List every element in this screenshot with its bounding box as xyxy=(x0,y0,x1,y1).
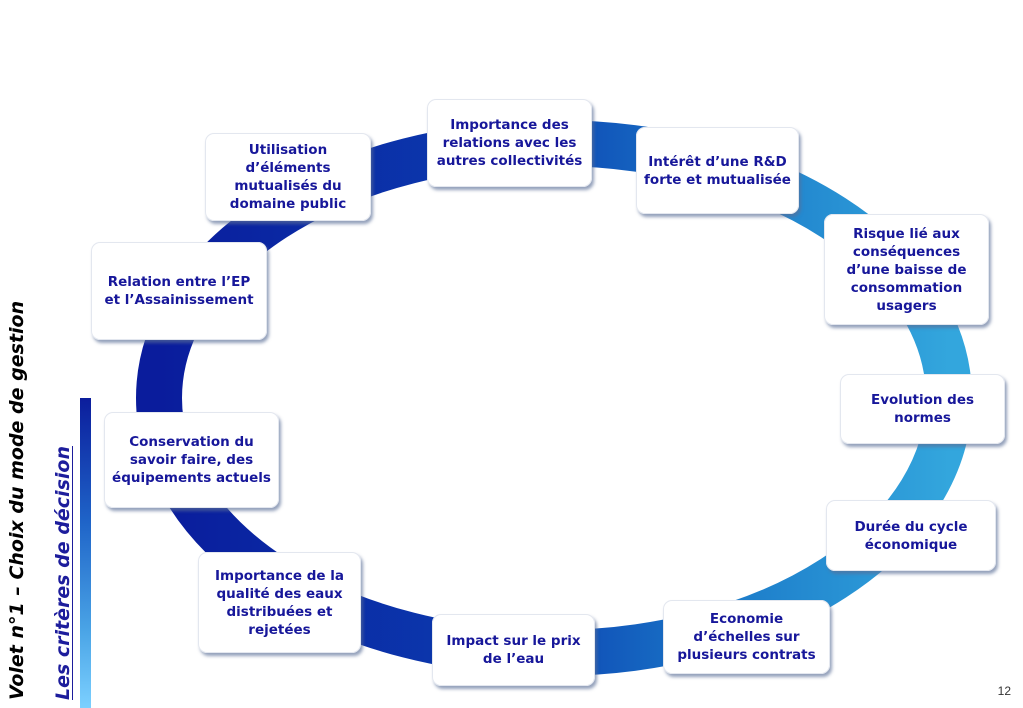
accent-bar xyxy=(80,398,91,708)
criterion-economie-echelles: Economie d’échelles sur plusieurs contra… xyxy=(663,600,830,674)
criterion-relations-collectivites: Importance des relations avec les autres… xyxy=(427,99,592,187)
criterion-savoir-faire: Conservation du savoir faire, des équipe… xyxy=(104,412,279,508)
criterion-risque-baisse-consommation: Risque lié aux conséquences d’une baisse… xyxy=(824,214,989,325)
criterion-impact-prix: Impact sur le prix de l’eau xyxy=(432,614,595,686)
criterion-rd-mutualisee: Intérêt d’une R&D forte et mutualisée xyxy=(636,127,799,214)
slide-subtitle: Les critères de décision xyxy=(52,446,74,700)
page-number: 12 xyxy=(997,684,1011,698)
criterion-qualite-eaux: Importance de la qualité des eaux distri… xyxy=(198,552,361,653)
criterion-elements-mutualises: Utilisation d’éléments mutualisés du dom… xyxy=(205,133,371,221)
criterion-relation-ep-assainissement: Relation entre l’EP et l’Assainissement xyxy=(91,242,267,340)
criterion-evolution-normes: Evolution des normes xyxy=(840,374,1005,444)
slide-title: Volet n°1 – Choix du mode de gestion xyxy=(6,300,28,700)
criterion-duree-cycle: Durée du cycle économique xyxy=(826,500,996,571)
